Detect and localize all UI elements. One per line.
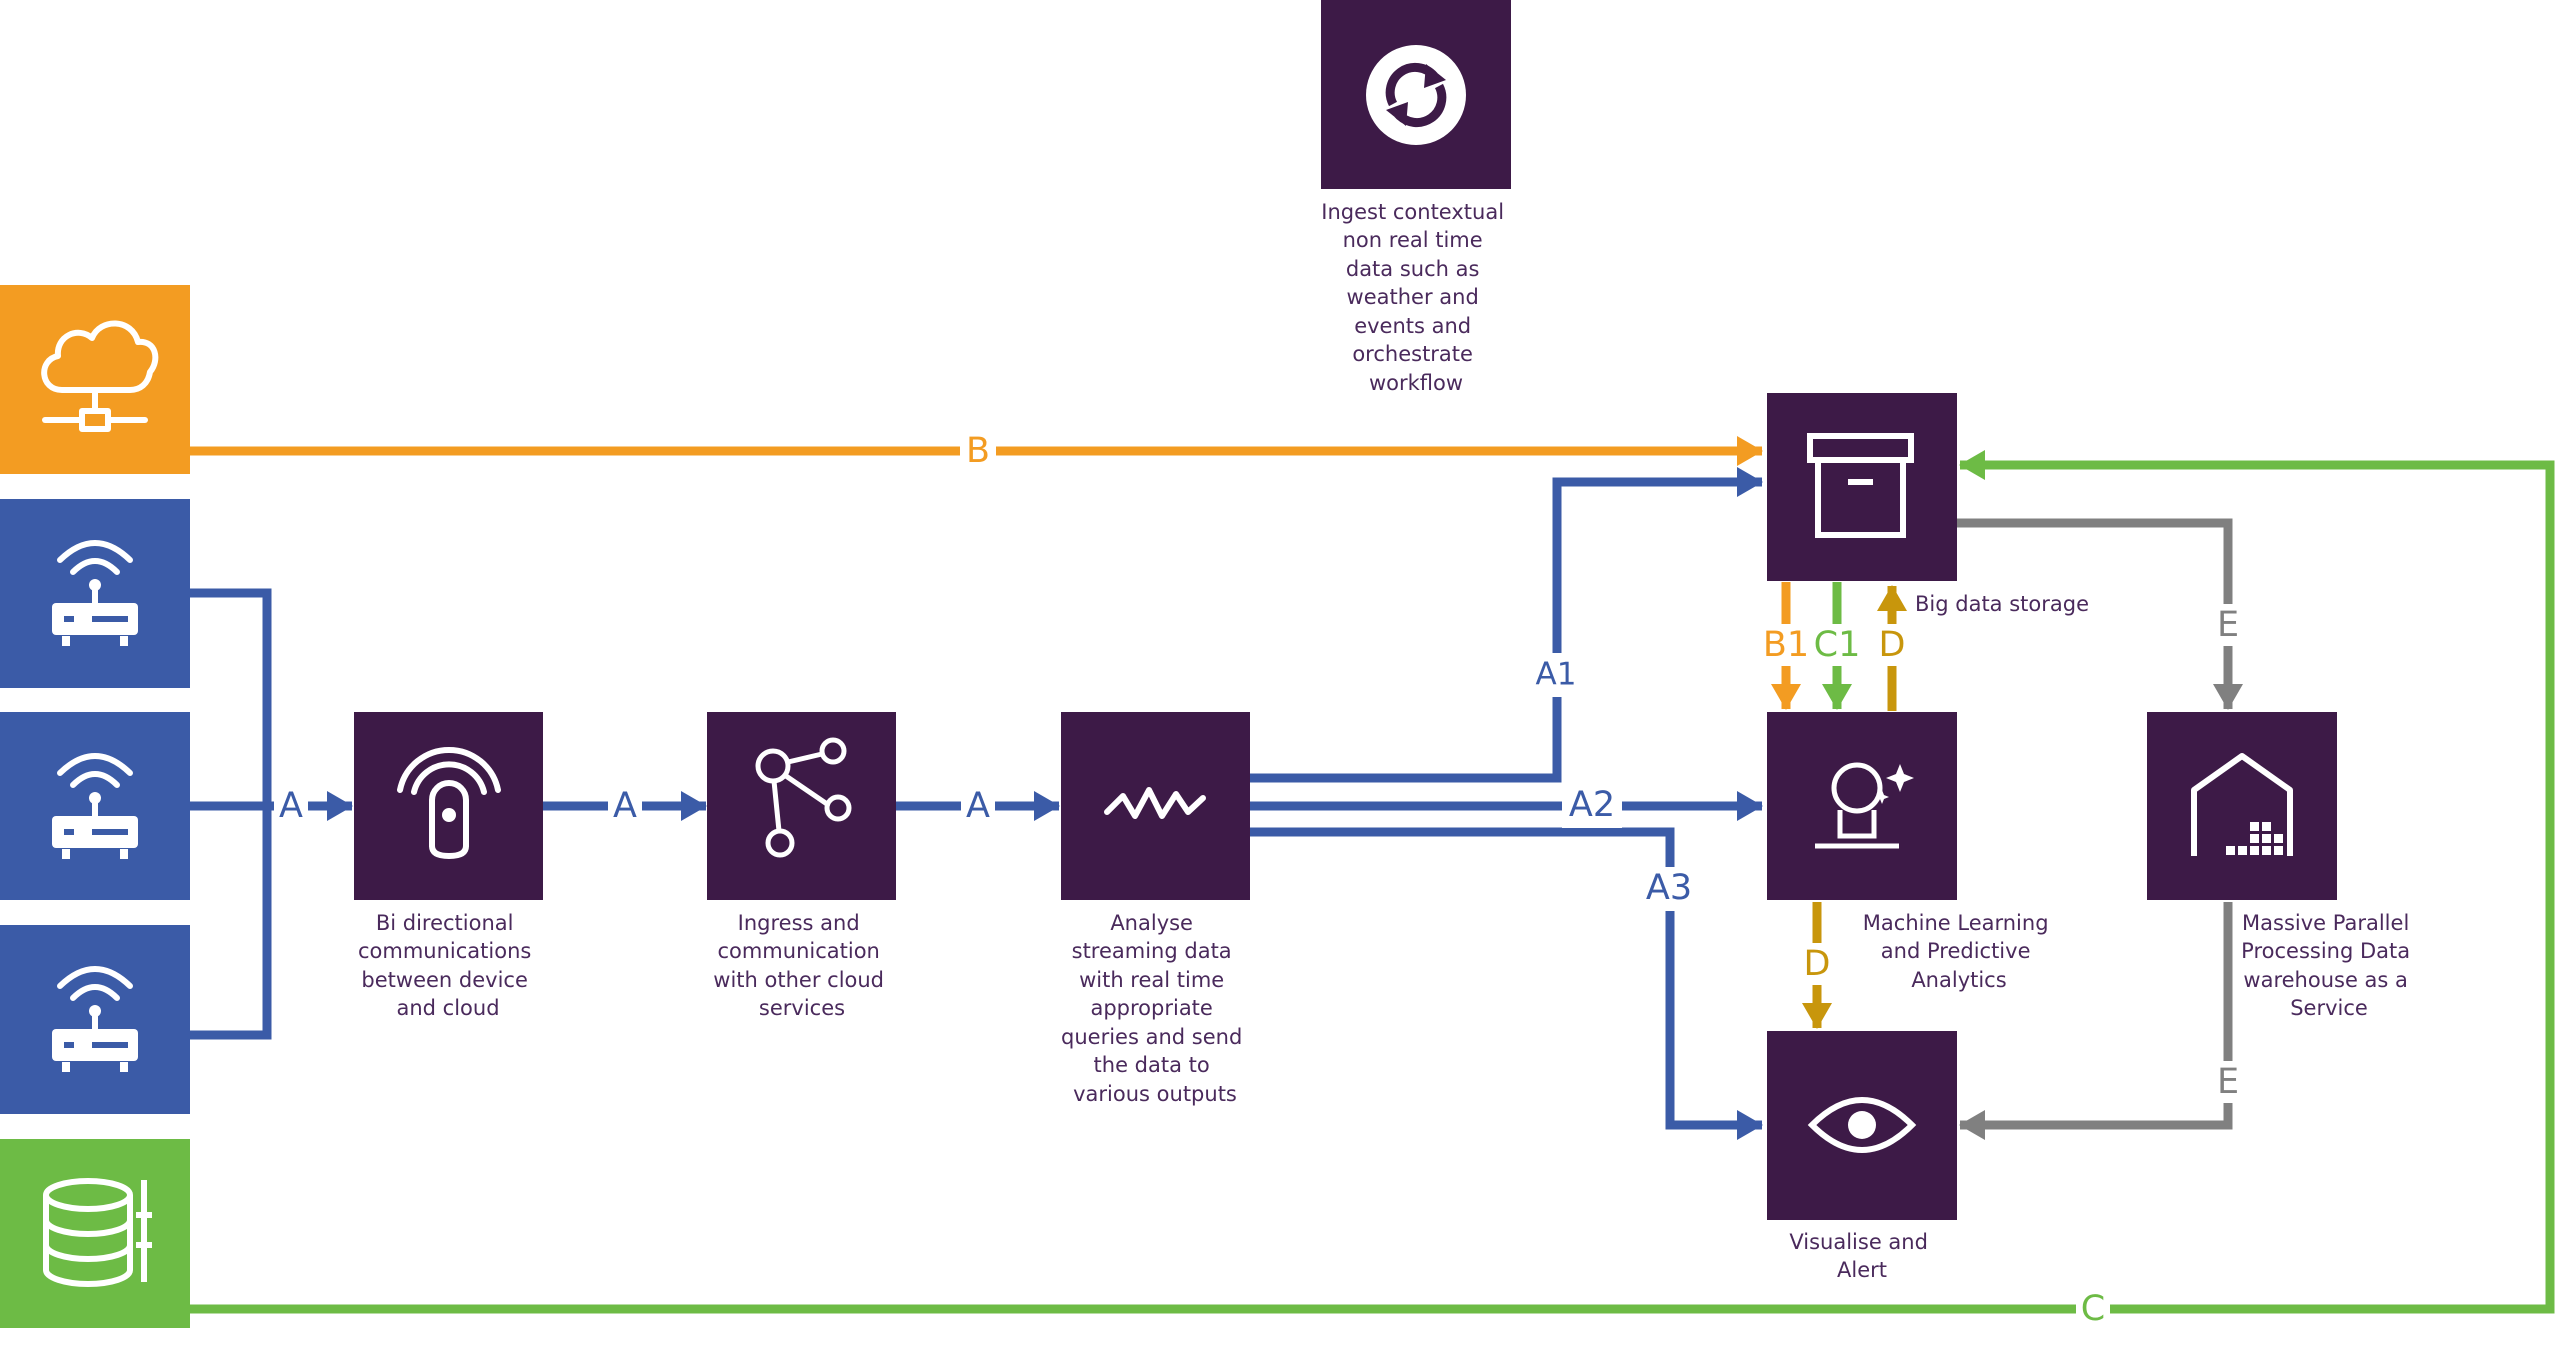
- flow-c1-label: C1: [1814, 625, 1861, 665]
- storage-node[interactable]: [1767, 393, 1957, 581]
- flow-a3-line: [1250, 827, 1763, 1140]
- device-comm-node[interactable]: [354, 712, 543, 900]
- warehouse-node[interactable]: [2147, 712, 2337, 900]
- ingress-label: Ingress and communication with other clo…: [713, 911, 890, 1020]
- pulse-icon: [1104, 787, 1206, 819]
- network-nodes-icon: [755, 737, 852, 858]
- refresh-icon: [1366, 45, 1466, 145]
- flow-a-comm-label: A: [613, 786, 637, 826]
- database-source-node[interactable]: [0, 1139, 190, 1328]
- flow-d-down-label: D: [1804, 944, 1831, 984]
- flow-a1-label: A1: [1536, 657, 1577, 693]
- flow-e-left-line: [1959, 902, 2233, 1140]
- ml-label: Machine Learning and Predictive Analytic…: [1863, 911, 2055, 992]
- archive-box-icon: [1807, 433, 1914, 538]
- flow-a2-label: A2: [1569, 785, 1615, 825]
- connectors: [190, 436, 2555, 1314]
- crystal-ball-icon: [1815, 762, 1914, 849]
- contextual-ingest-label: Ingest contextual non real time data suc…: [1321, 200, 1510, 395]
- flow-b1-label: B1: [1763, 625, 1809, 665]
- node-labels: Ingest contextual non real time data suc…: [358, 200, 2417, 1282]
- ingress-node[interactable]: [707, 712, 896, 900]
- database-icon: [43, 1178, 152, 1287]
- visualise-node[interactable]: [1767, 1031, 1957, 1220]
- device-1-node[interactable]: [0, 499, 190, 688]
- cloud-source-node[interactable]: [0, 285, 190, 474]
- flow-e-down-label: E: [2217, 605, 2239, 645]
- flow-c-label: C: [2081, 1289, 2105, 1329]
- flow-b-label: B: [966, 431, 990, 471]
- warehouse-label: Massive Parallel Processing Data warehou…: [2241, 911, 2417, 1020]
- flow-e-down-line: [1957, 518, 2243, 710]
- flow-a3-label: A3: [1646, 868, 1692, 908]
- wifi-router-icon: [52, 966, 138, 1072]
- wifi-router-icon: [52, 540, 138, 646]
- source-nodes: [0, 285, 190, 1328]
- stream-analytics-label: Analyse streaming data with real time ap…: [1061, 911, 1249, 1106]
- storage-label: Big data storage: [1915, 592, 2089, 616]
- flow-a-ingress-label: A: [966, 786, 990, 826]
- flow-d-up-label: D: [1879, 625, 1906, 665]
- device-3-node[interactable]: [0, 925, 190, 1114]
- flow-a1-line: [1250, 467, 1763, 783]
- flow-e-left-label: E: [2217, 1062, 2239, 1102]
- process-nodes: [354, 0, 2337, 1220]
- ml-node[interactable]: [1767, 712, 1957, 900]
- stream-analytics-node[interactable]: [1061, 712, 1250, 900]
- visualise-label: Visualise and Alert: [1789, 1230, 1934, 1282]
- wifi-router-icon: [52, 753, 138, 859]
- flow-c-line: [190, 450, 2555, 1314]
- fingerprint-icon: [397, 746, 501, 860]
- edge-labels: B A A A A1 A2 A3 B1 C1 D D E E C: [274, 430, 2246, 1330]
- warehouse-icon: [2191, 753, 2293, 856]
- device-2-node[interactable]: [0, 712, 190, 900]
- device-comm-label: Bi directional communications between de…: [358, 911, 538, 1020]
- contextual-ingest-node[interactable]: [1321, 0, 1511, 189]
- flow-a-devices-label: A: [279, 786, 303, 826]
- eye-icon: [1807, 1097, 1917, 1153]
- device-1-connector: [190, 588, 272, 1040]
- cloud-network-icon: [41, 320, 159, 432]
